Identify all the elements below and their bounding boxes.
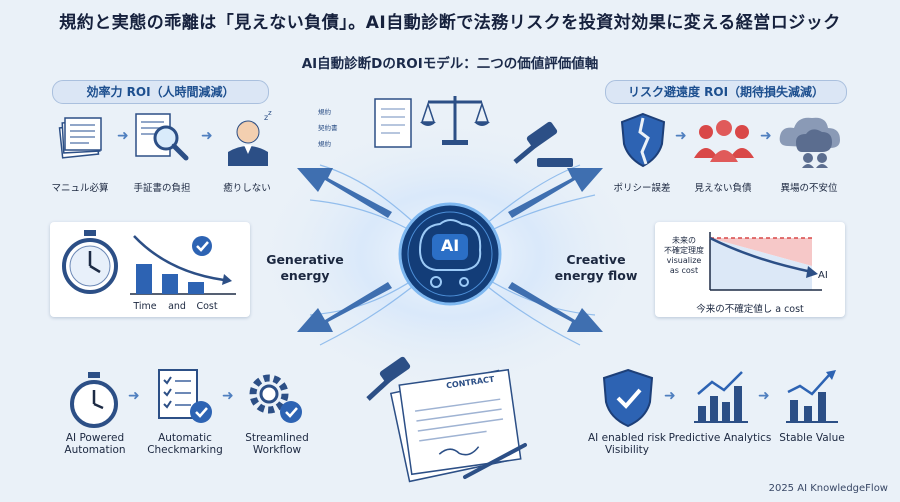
document-stack-icon: [58, 117, 102, 159]
creative-energy-label: Creative energy flow: [554, 252, 638, 283]
stable-value-label: Stable Value: [779, 432, 845, 444]
ai-core-label: AI: [440, 236, 460, 255]
step-label: 手証書の負担: [133, 183, 191, 194]
people-risk-icon: [694, 120, 754, 162]
tired-worker-icon: z z: [228, 109, 272, 166]
step-label: 癒りしない: [223, 183, 271, 194]
page-title: 規約と実態の乖離は「見えない負債」。AI自動診断で法務リスクを投資対効果に変える…: [59, 13, 841, 33]
step-arrow-icon: ➜: [760, 128, 772, 144]
step-label: 見えない負債: [694, 183, 752, 194]
svg-text:z: z: [264, 113, 268, 122]
efficiency-roi-pill: 効率力 ROI（人時間減減）: [52, 80, 269, 104]
step-label: 異場の不安位: [780, 183, 838, 194]
chart-label-time: Time: [133, 301, 157, 312]
growth-chart-icon: [786, 370, 838, 423]
gavel-icon: [513, 121, 573, 167]
chart-caption: 今来の不確定値し a cost: [696, 304, 804, 315]
uncertainty-chart: [709, 232, 822, 291]
contract-document: [389, 368, 527, 483]
chart-bar: [136, 264, 152, 294]
chart-annotation: visualize: [666, 256, 702, 265]
step-arrow-icon: ➜: [222, 388, 234, 404]
gears-icon: [249, 374, 302, 423]
svg-text:z: z: [268, 109, 272, 117]
generative-energy-label: Generative energy: [266, 252, 344, 283]
document-icon: [374, 98, 412, 148]
step-arrow-icon: ➜: [758, 388, 770, 404]
chart-label-cost: Cost: [196, 301, 218, 312]
step-label: ポリシー誤差: [613, 183, 671, 194]
step-arrow-icon: ➜: [128, 388, 140, 404]
step-arrow-icon: ➜: [675, 128, 687, 144]
step-label: マニュル必算: [51, 183, 109, 194]
chart-bar: [188, 282, 204, 294]
analytics-chart-icon: [694, 371, 748, 423]
risk-roi-pill: リスク避遠度 ROI（期待損失減減）: [605, 80, 847, 104]
scale-icon: [420, 96, 490, 145]
step-arrow-icon: ➜: [201, 128, 213, 144]
doc-line-label: 規約: [318, 140, 331, 148]
ai-brain-core: [398, 202, 502, 306]
chart-annotation: 不確定理度: [664, 246, 704, 255]
magnifier-document-icon: [135, 113, 189, 161]
stopwatch-icon: [62, 230, 118, 294]
stopwatch-icon: [70, 372, 118, 428]
shield-check-icon: [602, 368, 654, 428]
checklist-icon: [158, 369, 212, 423]
checkmarking-label: Automatic Checkmarking: [147, 432, 223, 456]
footer-credit: 2025 AI KnowledgeFlow: [768, 483, 888, 494]
chart-ai-label: AI: [818, 270, 828, 281]
doc-line-label: 契約書: [318, 124, 338, 132]
workflow-label: Streamlined Workflow: [245, 432, 309, 456]
chart-label-and: and: [168, 301, 186, 312]
page-subtitle: AI自動診断DのROIモデル：二つの価値評価値軸: [301, 56, 599, 72]
storm-cloud-icon: [779, 117, 840, 168]
doc-line-label: 規約: [318, 108, 331, 116]
chart-bar: [162, 274, 178, 294]
step-arrow-icon: ➜: [664, 388, 676, 404]
broken-shield-icon: [620, 112, 666, 168]
chart-annotation: 未来の: [672, 236, 696, 245]
cost-decline-chart: [130, 235, 236, 295]
chart-annotation: as cost: [669, 266, 699, 275]
automation-label: AI Powered Automation: [64, 432, 126, 456]
gavel-icon: [366, 356, 411, 401]
step-arrow-icon: ➜: [117, 128, 129, 144]
risk-visibility-label: AI enabled risk Visibility: [588, 432, 666, 456]
predictive-analytics-label: Predictive Analytics: [668, 432, 772, 444]
